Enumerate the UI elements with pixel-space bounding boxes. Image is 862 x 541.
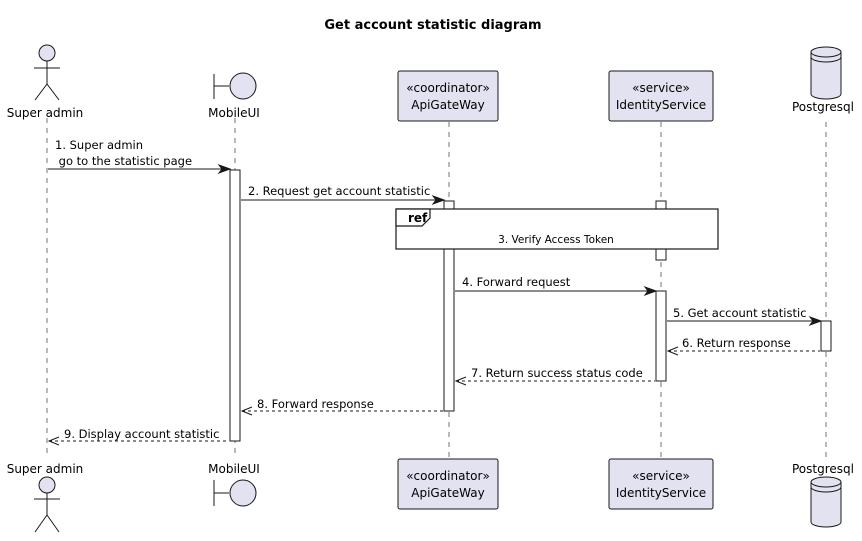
message-label: 1. Super admin bbox=[55, 138, 143, 152]
arrow-head bbox=[454, 376, 467, 386]
message-7: 7. Return success status code bbox=[454, 366, 655, 386]
ref-frame-tab bbox=[395, 208, 431, 227]
arrow-head bbox=[431, 194, 446, 206]
participant-api-gateway-bottom: «coordinator» ApiGateWay bbox=[397, 458, 499, 510]
participant-label: ApiGateWay bbox=[411, 98, 484, 112]
message-5: 5. Get account statistic bbox=[667, 306, 823, 327]
diagram-title: Get account statistic diagram bbox=[324, 18, 541, 33]
participant-label: IdentityService bbox=[616, 486, 706, 500]
participant-box bbox=[608, 70, 714, 122]
participant-identity-service-top: «service» IdentityService bbox=[608, 70, 714, 122]
participant-label: Super admin bbox=[7, 106, 84, 120]
message-label: 2. Request get account statistic bbox=[248, 184, 430, 198]
message-6: 6. Return response bbox=[666, 336, 820, 356]
participant-label: Super admin bbox=[7, 462, 84, 476]
activation-mobile-ui bbox=[229, 169, 241, 442]
participant-identity-service-bottom: «service» IdentityService bbox=[608, 458, 714, 510]
message-label: 5. Get account statistic bbox=[673, 306, 807, 320]
participant-box bbox=[397, 70, 499, 122]
participant-label: MobileUI bbox=[208, 106, 260, 120]
participants-top: Super admin MobileUI «coordinator» ApiGa… bbox=[7, 44, 854, 122]
message-2: 2. Request get account statistic bbox=[241, 184, 446, 206]
participant-label: ApiGateWay bbox=[411, 486, 484, 500]
message-label: 4. Forward request bbox=[462, 275, 571, 289]
participant-label: IdentityService bbox=[616, 98, 706, 112]
message-1: 1. Super admin go to the statistic page bbox=[48, 138, 232, 175]
participant-stereotype: «coordinator» bbox=[406, 81, 490, 95]
boundary-mobile-ui-top: MobileUI bbox=[208, 72, 260, 120]
message-4: 4. Forward request bbox=[455, 275, 658, 297]
participant-label: Postgresql bbox=[792, 100, 854, 114]
participant-stereotype: «service» bbox=[632, 469, 690, 483]
arrow-head bbox=[240, 406, 253, 416]
activation-api-gateway bbox=[443, 200, 455, 412]
activation-identity-service bbox=[655, 290, 667, 382]
actor-super-admin-bottom: Super admin bbox=[7, 462, 84, 533]
participant-stereotype: «service» bbox=[632, 81, 690, 95]
message-label: 6. Return response bbox=[682, 336, 791, 350]
participant-label: Postgresql bbox=[792, 462, 854, 476]
participant-box bbox=[608, 458, 714, 510]
message-9: 9. Display account statistic bbox=[47, 427, 229, 446]
message-label: 8. Forward response bbox=[257, 397, 374, 411]
actor-icon bbox=[38, 476, 56, 494]
messages: 1. Super admin go to the statistic page … bbox=[47, 138, 823, 446]
participant-label: MobileUI bbox=[208, 462, 260, 476]
ref-label: ref bbox=[408, 211, 428, 225]
arrow-head bbox=[666, 346, 679, 356]
arrow-head bbox=[47, 436, 60, 446]
database-postgresql-top: Postgresql bbox=[792, 46, 854, 114]
arrow-head bbox=[217, 163, 232, 175]
message-label: 9. Display account statistic bbox=[64, 427, 219, 441]
participant-api-gateway-top: «coordinator» ApiGateWay bbox=[397, 70, 499, 122]
actor-super-admin-top: Super admin bbox=[7, 44, 84, 120]
arrow-head bbox=[808, 315, 823, 327]
ref-frame bbox=[395, 208, 719, 250]
boundary-mobile-ui-bottom: MobileUI bbox=[208, 462, 260, 507]
ref-frame-verify-token: ref 3. Verify Access Token bbox=[395, 208, 719, 250]
message-8: 8. Forward response bbox=[240, 397, 443, 416]
database-icon bbox=[810, 482, 842, 528]
participant-stereotype: «coordinator» bbox=[406, 469, 490, 483]
database-postgresql-bottom: Postgresql bbox=[792, 462, 854, 528]
ref-text: 3. Verify Access Token bbox=[498, 234, 614, 246]
database-icon bbox=[810, 52, 842, 100]
arrow-head bbox=[643, 285, 658, 297]
message-label: go to the statistic page bbox=[55, 154, 192, 168]
message-label: 7. Return success status code bbox=[471, 366, 643, 380]
participant-box bbox=[397, 458, 499, 510]
activation-postgresql bbox=[820, 320, 832, 352]
participants-bottom: Super admin MobileUI «coordinator» ApiGa… bbox=[7, 458, 854, 533]
actor-icon bbox=[38, 44, 56, 62]
